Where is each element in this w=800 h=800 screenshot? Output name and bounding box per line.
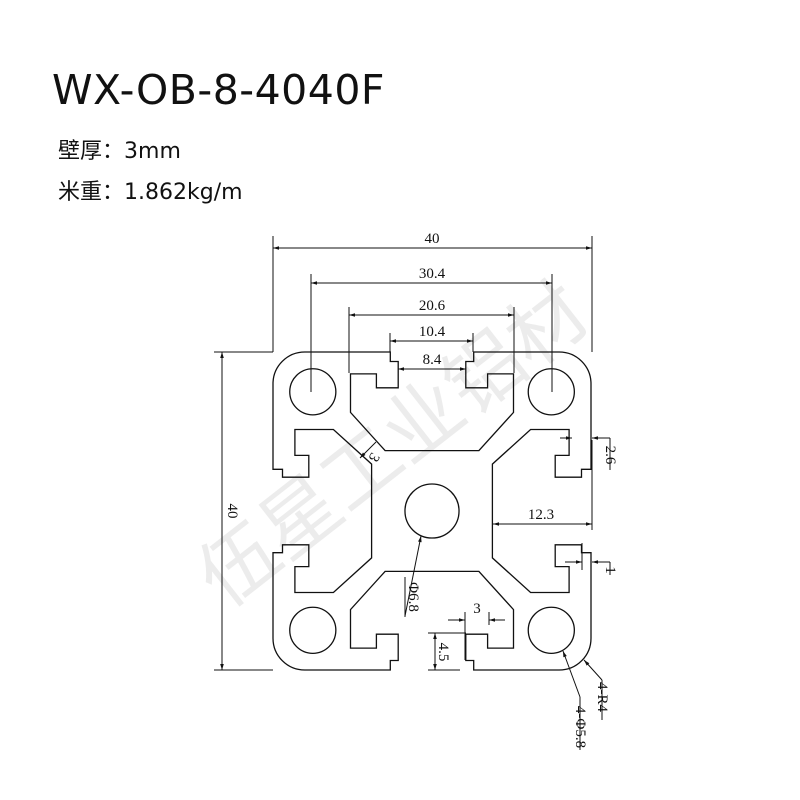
dim-corner-radius: 4-R4	[594, 682, 610, 713]
dim-center-hole: Φ6.8	[405, 582, 421, 612]
dim-slot-inner: 20.6	[419, 298, 446, 314]
dim-height-overall: 40	[224, 504, 240, 519]
wall-thickness-value: 3mm	[124, 139, 181, 164]
corner-hole	[289, 368, 337, 416]
dim-bottom-depth: 4.5	[435, 643, 451, 662]
dimension-lines	[214, 236, 611, 750]
dim-corner-holes: 4-Φ5.8	[572, 706, 588, 748]
weight-label: 米重：	[58, 180, 125, 205]
dim-width-overall: 40	[425, 231, 440, 247]
dimension-labels: 40 30.4 20.6 10.4 8.4 40 3 2.6 12.3 1 Φ6…	[224, 231, 618, 748]
weight-value: 1.862kg/m	[124, 180, 243, 205]
weight-spec: 米重：1.862kg/m	[58, 174, 243, 206]
wall-thickness-label: 壁厚：	[58, 139, 125, 164]
center-hole	[404, 483, 460, 539]
corner-hole	[527, 368, 576, 416]
dim-web-offset: 12.3	[528, 507, 554, 523]
wall-thickness-spec: 壁厚：3mm	[58, 133, 181, 165]
dim-bottom-gap: 3	[473, 601, 481, 617]
dim-lip-step: 1	[602, 566, 618, 574]
dim-lip-depth: 2.6	[602, 446, 618, 465]
model-title: WX-OB-8-4040F	[52, 66, 386, 114]
corner-hole	[289, 606, 337, 655]
dim-slot-opening: 8.4	[423, 352, 442, 368]
dim-hole-spacing: 30.4	[419, 266, 446, 282]
dim-slot-outer: 10.4	[419, 324, 446, 340]
profile-outline	[272, 351, 592, 671]
corner-hole	[527, 606, 576, 655]
